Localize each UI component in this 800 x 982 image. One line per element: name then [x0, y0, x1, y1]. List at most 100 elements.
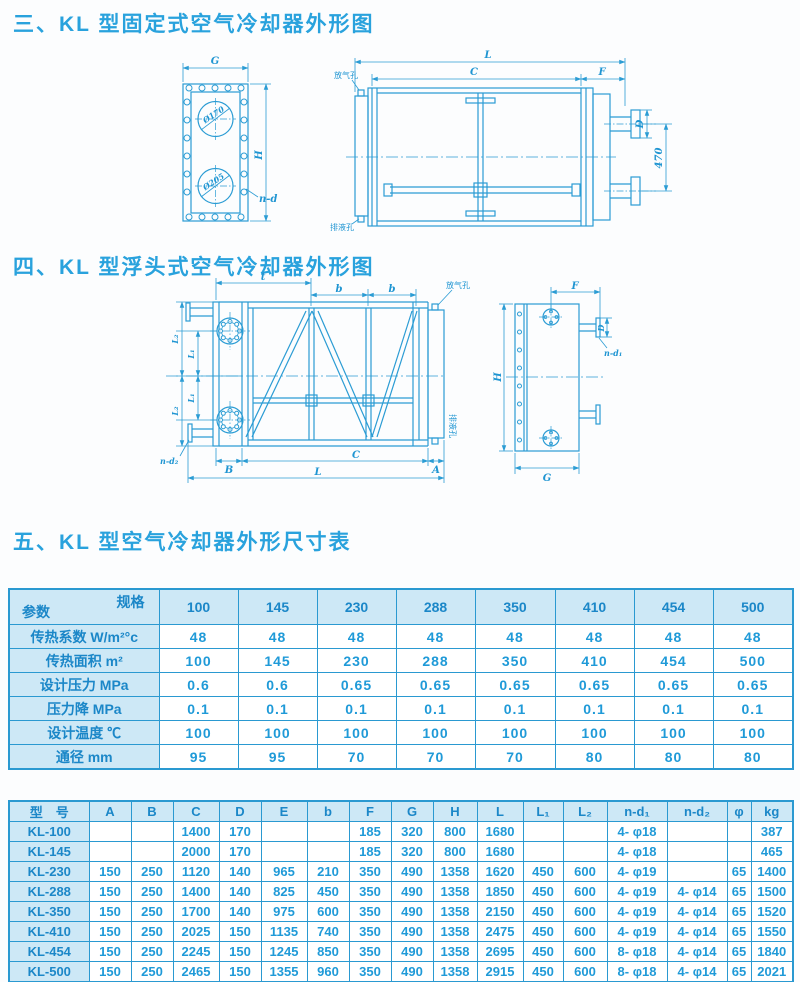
dims-value-cell: 150	[88, 861, 132, 882]
dim-b2: b	[389, 284, 396, 295]
fixed-cooler-front-view: Ø170 Ø205 G H n-d	[182, 56, 277, 222]
dims-value-cell: 170	[218, 841, 262, 862]
params-value-cell: 95	[158, 744, 239, 770]
params-value-cell: 0.6	[237, 672, 318, 697]
params-value-cell: 48	[633, 624, 714, 649]
dims-model-cell: KL-145	[8, 841, 90, 862]
vent-hole-label: 放气孔	[334, 70, 358, 80]
dims-value-cell: 1840	[750, 941, 794, 962]
dims-value-cell: 600	[562, 961, 608, 982]
dims-value-cell: 2000	[172, 841, 220, 862]
top-nozzle	[579, 317, 601, 338]
dims-value-cell: 2475	[476, 921, 524, 942]
dims-value-cell: 740	[306, 921, 350, 942]
params-value-cell: 70	[474, 744, 556, 770]
params-value-cell: 145	[237, 648, 318, 673]
params-value-cell: 0.1	[237, 696, 318, 721]
dims-value-cell: 1850	[476, 881, 524, 902]
dims-value-cell	[562, 821, 608, 842]
params-row-label: 设计温度 ℃	[8, 720, 160, 745]
dims-value-cell: 450	[522, 921, 564, 942]
dims-value-cell: 320	[390, 821, 434, 842]
dims-value-cell: 965	[260, 861, 308, 882]
dim-b1: b	[336, 284, 343, 295]
dims-value-cell: 350	[348, 941, 392, 962]
params-row-label: 设计压力 MPa	[8, 672, 160, 697]
dimension-lines: L C F D 470 放气孔 排液孔	[330, 50, 672, 232]
dims-value-cell: 1245	[260, 941, 308, 962]
dims-value-cell: 1358	[432, 961, 478, 982]
params-value-cell: 0.1	[158, 696, 239, 721]
dims-value-cell: 850	[306, 941, 350, 962]
dim-H2: H	[493, 372, 504, 383]
corner-param-label: 参数	[22, 604, 50, 620]
dims-value-cell: 4- φ14	[666, 901, 728, 922]
params-value-cell: 100	[474, 720, 556, 745]
dims-value-cell: 4- φ19	[606, 921, 668, 942]
dims-value-cell: 210	[306, 861, 350, 882]
dims-value-cell: 1400	[172, 821, 220, 842]
dim-n-d2: n-d₂	[160, 456, 179, 466]
dims-value-cell: 350	[348, 921, 392, 942]
dims-model-cell: KL-288	[8, 881, 90, 902]
dims-value-cell: 1500	[750, 881, 794, 902]
dims-value-cell: 350	[348, 961, 392, 982]
dim-L-overall: L	[313, 467, 321, 478]
dims-value-cell: 490	[390, 901, 434, 922]
dims-column-header: G	[390, 800, 434, 822]
circle-dia-bottom-label: Ø205	[200, 171, 226, 193]
dims-value-cell: 2245	[172, 941, 220, 962]
dim-470: 470	[654, 148, 665, 169]
dims-value-cell: 1355	[260, 961, 308, 982]
dims-value-cell: 250	[130, 961, 174, 982]
dims-value-cell: 2150	[476, 901, 524, 922]
dims-model-cell: KL-230	[8, 861, 90, 882]
params-column-header: 350	[474, 588, 556, 625]
dims-value-cell: 465	[750, 841, 794, 862]
params-row-label: 传热系数 W/m²°c	[8, 624, 160, 649]
dims-value-cell	[306, 841, 350, 862]
dims-value-cell: 150	[218, 961, 262, 982]
dimension-lines: F D n-d₁ H G	[493, 281, 622, 484]
floating-cooler-side-view: F D n-d₁ H G	[493, 281, 622, 484]
dims-value-cell: 8- φ18	[606, 941, 668, 962]
dims-value-cell: 600	[562, 901, 608, 922]
params-column-header: 100	[158, 588, 239, 625]
dims-value-cell	[130, 821, 174, 842]
params-value-cell: 80	[633, 744, 714, 770]
dims-value-cell	[88, 821, 132, 842]
dims-value-cell: 2695	[476, 941, 524, 962]
dims-value-cell: 975	[260, 901, 308, 922]
dims-value-cell: 4- φ14	[666, 961, 728, 982]
dims-value-cell: 4- φ19	[606, 861, 668, 882]
dim-L1b: L₁	[186, 393, 196, 403]
dims-value-cell: 65	[726, 941, 752, 962]
dims-value-cell: 150	[88, 901, 132, 922]
dim-B: B	[224, 465, 233, 476]
dims-value-cell: 450	[522, 861, 564, 882]
dims-value-cell	[306, 821, 350, 842]
dims-value-cell: 2915	[476, 961, 524, 982]
dims-column-header: L	[476, 800, 524, 822]
params-value-cell: 80	[712, 744, 794, 770]
params-value-cell: 0.1	[395, 696, 476, 721]
dims-column-header: b	[306, 800, 350, 822]
dims-model-cell: KL-410	[8, 921, 90, 942]
dims-value-cell: 250	[130, 861, 174, 882]
dims-value-cell: 450	[522, 901, 564, 922]
dim-F2: F	[570, 281, 579, 292]
dims-value-cell: 4- φ18	[606, 821, 668, 842]
dim-t: t	[261, 272, 266, 283]
params-value-cell: 410	[554, 648, 635, 673]
params-value-cell: 48	[712, 624, 794, 649]
params-value-cell: 500	[712, 648, 794, 673]
dims-value-cell	[726, 841, 752, 862]
params-value-cell: 100	[316, 720, 397, 745]
dims-value-cell: 150	[88, 961, 132, 982]
